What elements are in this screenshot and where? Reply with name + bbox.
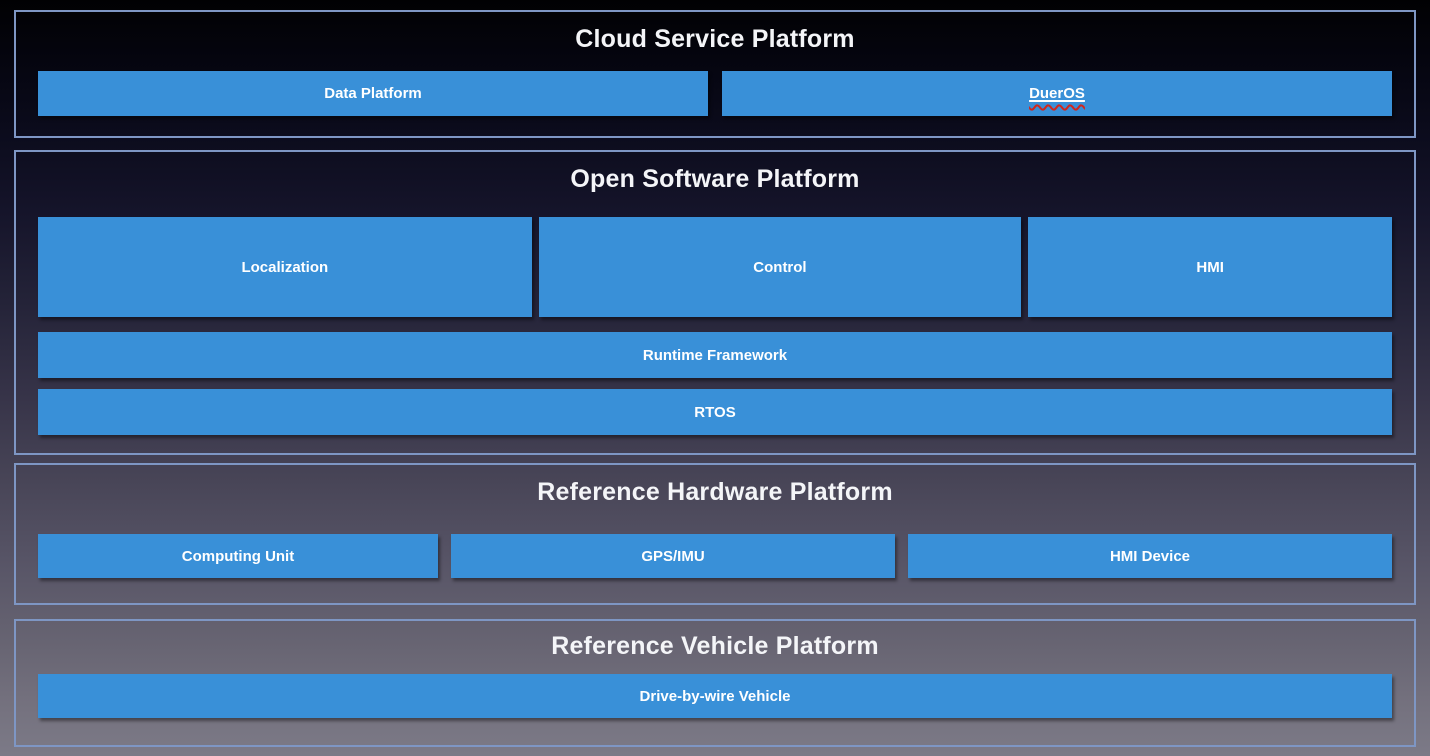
box-data-platform: Data Platform	[38, 71, 708, 116]
cloud-boxes-row: Data Platform DuerOS	[16, 71, 1414, 116]
box-label: Data Platform	[324, 85, 422, 102]
box-label: Runtime Framework	[642, 346, 788, 364]
section-open-software-platform: Open Software Platform Localization Cont…	[14, 150, 1416, 455]
section-title-software: Open Software Platform	[570, 165, 860, 193]
box-runtime-framework: Runtime Framework	[38, 332, 1392, 378]
box-label: Drive-by-wire Vehicle	[639, 687, 791, 705]
spellcheck-squiggle: DuerOS	[1029, 85, 1085, 102]
section-reference-hardware-platform: Reference Hardware Platform Computing Un…	[14, 463, 1416, 605]
hardware-boxes-row: Computing Unit GPS/IMU HMI Device	[16, 534, 1414, 578]
box-label: HMI Device	[1109, 547, 1191, 565]
rtos-row: RTOS	[16, 389, 1414, 435]
box-label: GPS/IMU	[641, 547, 705, 565]
box-gps-imu: GPS/IMU	[451, 534, 895, 578]
box-control: Control	[538, 217, 1022, 317]
box-localization: Localization	[38, 217, 532, 317]
box-label: Localization	[241, 258, 329, 276]
section-reference-vehicle-platform: Reference Vehicle Platform Drive-by-wire…	[14, 619, 1416, 747]
vehicle-boxes-row: Drive-by-wire Vehicle	[16, 674, 1414, 718]
box-label: DuerOS	[1029, 85, 1085, 102]
box-label: Computing Unit	[181, 547, 295, 565]
box-hmi: HMI	[1028, 217, 1392, 317]
section-title-hardware: Reference Hardware Platform	[537, 478, 893, 506]
box-label: RTOS	[694, 403, 736, 421]
box-label: HMI	[1196, 258, 1224, 276]
box-rtos: RTOS	[38, 389, 1392, 435]
runtime-framework-row: Runtime Framework	[16, 332, 1414, 378]
software-modules-row: Localization Control HMI	[16, 217, 1414, 317]
box-hmi-device: HMI Device	[908, 534, 1392, 578]
section-cloud-service-platform: Cloud Service Platform Data Platform Due…	[14, 10, 1416, 138]
section-title-vehicle: Reference Vehicle Platform	[551, 632, 879, 660]
box-label: Control	[753, 258, 807, 276]
section-title-cloud: Cloud Service Platform	[575, 25, 855, 53]
box-computing-unit: Computing Unit	[38, 534, 438, 578]
box-dueros: DuerOS	[722, 71, 1392, 116]
box-drive-by-wire-vehicle: Drive-by-wire Vehicle	[38, 674, 1392, 718]
